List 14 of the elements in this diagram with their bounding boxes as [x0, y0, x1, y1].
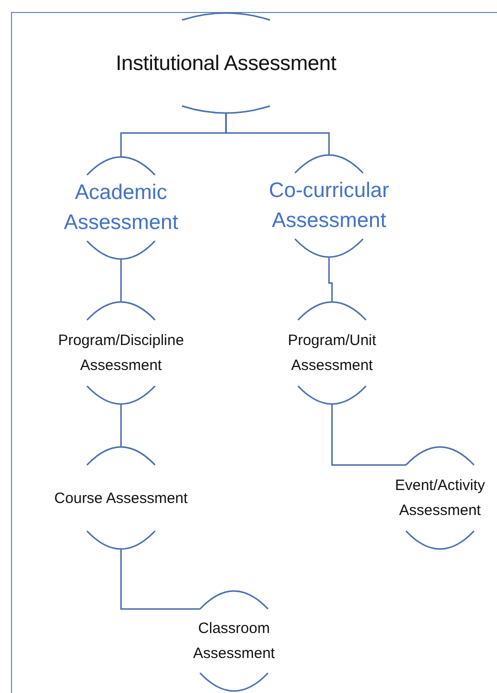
connector-line [331, 404, 406, 466]
node-label: Program/Unit Assessment [286, 331, 378, 376]
connector-line [328, 257, 333, 302]
connector-line [120, 549, 200, 610]
connector-line [225, 113, 330, 155]
node-label: Institutional Assessment [116, 50, 336, 76]
node-label: Co-curricular Assessment [268, 178, 390, 234]
node-label: Academic Assessment [62, 180, 180, 236]
connector-line [120, 259, 122, 302]
node-label: Event/Activity Assessment [394, 476, 486, 521]
node-label: Program/Discipline Assessment [57, 331, 185, 376]
node-label: Course Assessment [54, 488, 188, 508]
connector-line [120, 404, 122, 447]
node-label: Classroom Assessment [192, 619, 276, 664]
